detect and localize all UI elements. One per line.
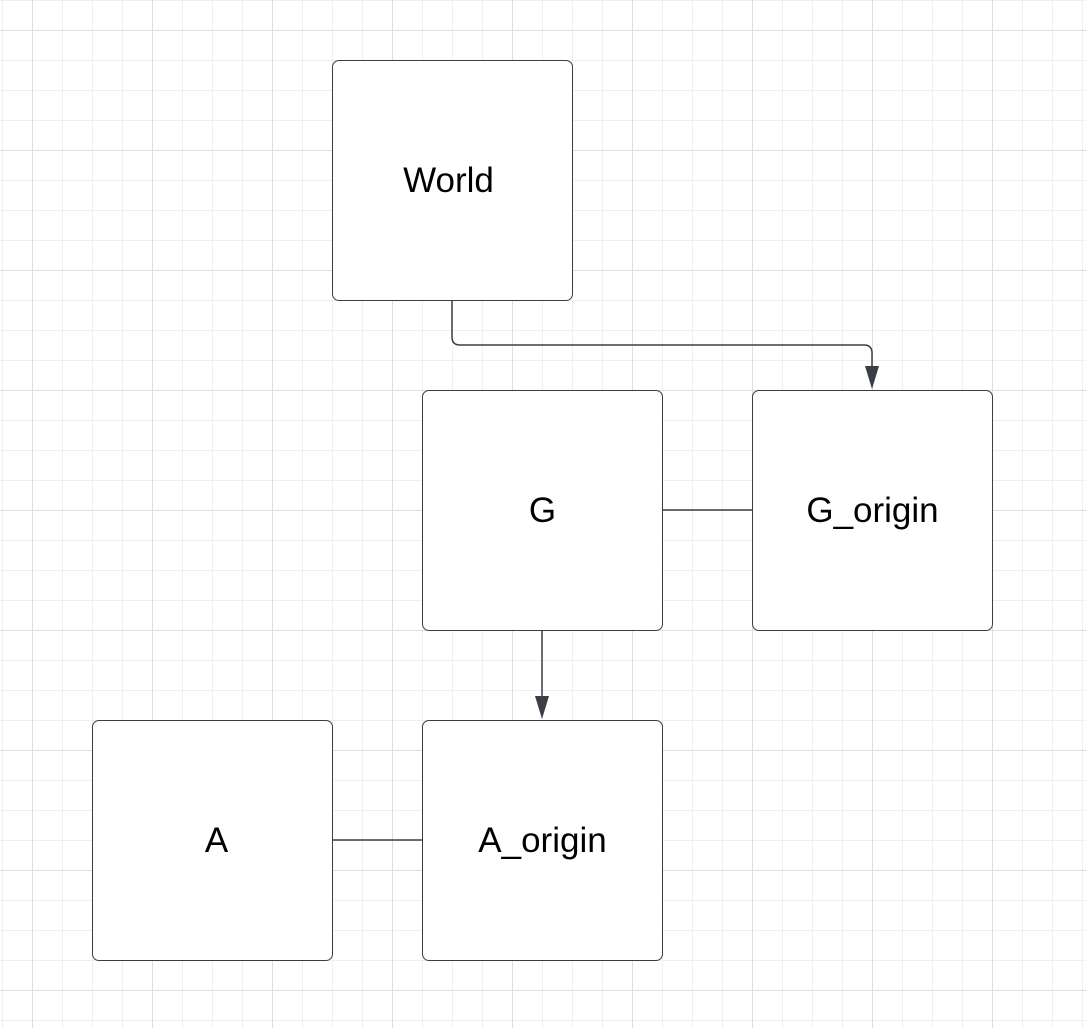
- node-a-origin-label: A_origin: [478, 820, 607, 860]
- node-a[interactable]: A: [92, 720, 333, 961]
- node-g[interactable]: G: [422, 390, 663, 631]
- node-a-label: A: [204, 820, 229, 860]
- node-g-label: G: [528, 490, 557, 530]
- node-world[interactable]: World: [332, 60, 573, 301]
- edge-world-to-g-origin-arrowhead: [865, 366, 879, 389]
- node-g-origin[interactable]: G_origin: [752, 390, 993, 631]
- edge-world-to-g-origin[interactable]: [451, 300, 873, 376]
- node-g-origin-label: G_origin: [806, 490, 939, 530]
- node-a-origin[interactable]: A_origin: [422, 720, 663, 961]
- edge-g-to-a-origin-arrowhead: [535, 696, 549, 719]
- node-world-label: World: [403, 160, 494, 200]
